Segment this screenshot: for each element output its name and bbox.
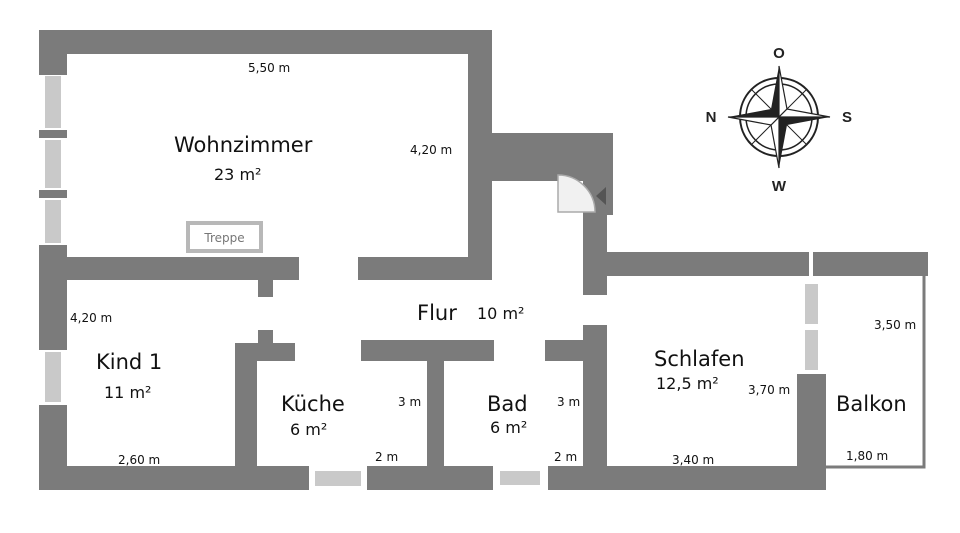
compass-north-label: N [706,109,717,126]
dim-kind1-depth: 4,20 m [70,311,112,325]
door [557,174,606,213]
room-schlafen-name: Schlafen [654,347,745,371]
dim-schlafen-depth: 3,70 m [748,383,790,397]
dim-balkon-width: 1,80 m [846,449,888,463]
room-kind1-name: Kind 1 [96,350,162,374]
dim-balkon-depth: 3,50 m [874,318,916,332]
walls [39,30,928,490]
dim-wohnzimmer-width: 5,50 m [248,61,290,75]
room-kueche-area: 6 m² [290,420,327,439]
dimension-labels: 5,50 m 4,20 m 4,20 m 2,60 m 3 m 2 m 3 m … [70,61,916,467]
compass-rose-icon: O W N S [706,45,852,195]
room-balkon-name: Balkon [836,392,907,416]
room-wohnzimmer-name: Wohnzimmer [174,133,313,157]
dim-bad-width: 2 m [554,450,577,464]
stairs-label: Treppe [203,231,244,245]
room-kueche-name: Küche [281,392,345,416]
compass-top-label: O [773,45,785,62]
dim-wohnzimmer-depth: 4,20 m [410,143,452,157]
room-wohnzimmer-area: 23 m² [214,165,261,184]
dim-schlafen-width: 3,40 m [672,453,714,467]
room-labels: Wohnzimmer 23 m² Flur 10 m² Kind 1 11 m²… [96,133,907,439]
room-bad-name: Bad [487,392,528,416]
dim-kind1-width: 2,60 m [118,453,160,467]
stairs-box: Treppe [186,221,263,253]
room-bad-area: 6 m² [490,418,527,437]
room-flur-name: Flur [417,301,457,325]
dim-bad-depth: 3 m [557,395,580,409]
compass-bottom-label: W [772,178,787,195]
room-kind1-area: 11 m² [104,383,151,402]
dim-kueche-width: 2 m [375,450,398,464]
room-schlafen-area: 12,5 m² [656,374,719,393]
balcony-railing [826,276,926,469]
compass-south-label: S [842,109,852,126]
room-flur-area: 10 m² [477,304,524,323]
dim-kueche-depth: 3 m [398,395,421,409]
windows [45,76,818,486]
